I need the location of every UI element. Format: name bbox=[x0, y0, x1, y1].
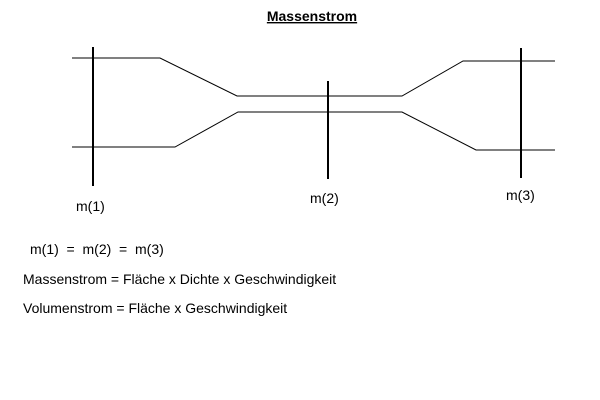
pipe-lower-wall bbox=[72, 111, 555, 151]
section-label-1: m(1) bbox=[76, 198, 105, 214]
volume-flow-formula: Volumenstrom = Fläche x Geschwindigkeit bbox=[23, 300, 287, 316]
diagram-title: Massenstrom bbox=[267, 8, 357, 24]
section-label-2: m(2) bbox=[310, 190, 339, 206]
section-label-3: m(3) bbox=[506, 187, 535, 203]
continuity-equation: m(1) = m(2) = m(3) bbox=[30, 241, 164, 257]
mass-flow-formula: Massenstrom = Fläche x Dichte x Geschwin… bbox=[23, 271, 336, 287]
pipe-upper-wall bbox=[72, 57, 555, 97]
